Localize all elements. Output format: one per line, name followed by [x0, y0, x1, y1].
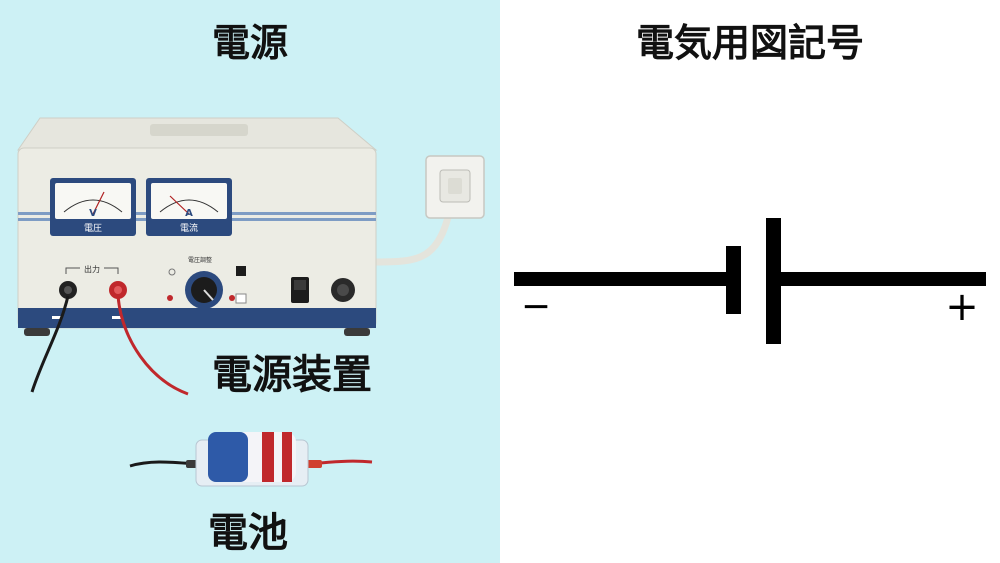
output-label-group: 出力 [65, 264, 119, 274]
ammeter-unit: A [185, 208, 193, 219]
power-source-panel: 電源 V 電圧 [0, 0, 500, 563]
power-source-title: 電源 [211, 21, 288, 65]
voltmeter: V 電圧 [50, 178, 136, 236]
device-handle [150, 124, 248, 136]
indicator-label [235, 293, 247, 304]
power-supply-device-label: 電源装置 [212, 352, 372, 398]
power-supply-illustration: V 電圧 A 電流 出力 電圧調整 [17, 117, 485, 396]
ammeter-name: 電流 [180, 222, 198, 234]
circuit-symbol-panel: 電気用図記号 − + [500, 0, 1000, 563]
battery-illustration [129, 432, 373, 487]
symbol-short-plate [726, 246, 741, 314]
symbol-left-wire [514, 272, 740, 286]
black-lead [30, 295, 70, 393]
cell-symbol: − + [514, 218, 986, 344]
device-foot-left [24, 328, 50, 336]
symbol-right-wire [780, 272, 986, 286]
voltmeter-name: 電圧 [84, 223, 102, 234]
plus-sign: + [945, 284, 979, 330]
voltmeter-unit: V [89, 208, 97, 219]
ammeter: A 電流 [146, 178, 232, 236]
output-label: 出力 [84, 264, 100, 274]
small-switch [236, 266, 246, 276]
symbol-long-plate [766, 218, 781, 344]
device-base-band [18, 308, 376, 328]
red-lead [116, 295, 189, 396]
battery-label: 電池 [208, 510, 288, 556]
circuit-symbol-title: 電気用図記号 [635, 21, 864, 65]
device-foot-right [344, 328, 370, 336]
knob-label: 電圧調整 [188, 256, 212, 264]
minus-sign: − [521, 286, 551, 327]
wall-outlet [425, 155, 485, 219]
